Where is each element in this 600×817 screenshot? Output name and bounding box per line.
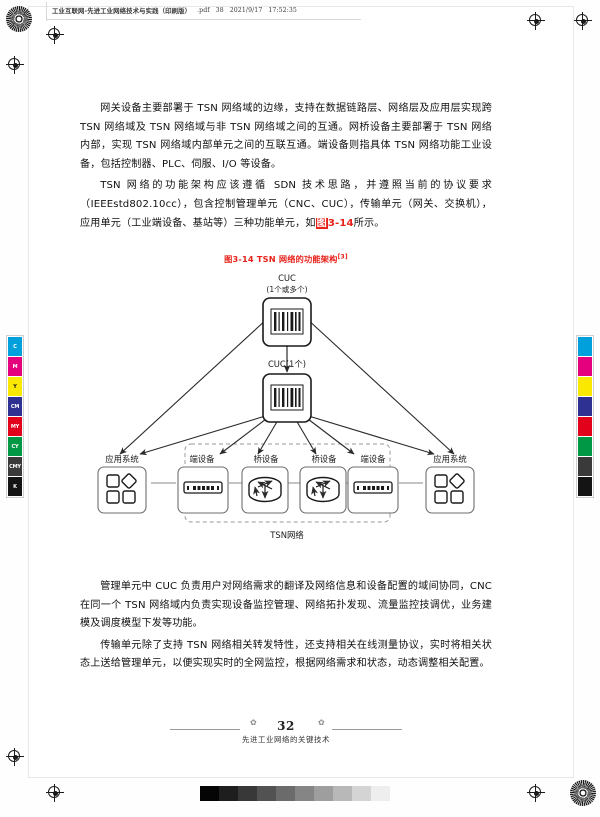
footer-rule-left <box>170 729 240 730</box>
paragraph-tsn-architecture: TSN 网络的功能架构应该遵循 SDN 技术思路，并遵照当前的协议要求（IEEE… <box>80 177 492 233</box>
bottom-node-box-5 <box>425 466 475 514</box>
gray-step-8 <box>352 786 371 801</box>
color-swatch-cy: CY <box>8 437 22 456</box>
gray-step-6 <box>314 786 333 801</box>
figure-tsn-functional-architecture: TSN网络 CUC (1个或多个) <box>80 268 492 558</box>
registration-mark-top-left <box>46 26 64 44</box>
color-swatch-cy <box>578 437 592 456</box>
paragraph-tsn-architecture-post: 所示。 <box>353 217 385 229</box>
gray-step-2 <box>238 786 257 801</box>
footer-rule-right <box>332 729 402 730</box>
color-swatch-y <box>578 377 592 396</box>
figure-caption: 图3-14 TSN 网络的功能架构[3] <box>80 253 492 265</box>
registration-mark-top-far-right <box>574 12 592 30</box>
body-text-upper: 网关设备主要部署于 TSN 网络域的边缘，支持在数据链路层、网络层及应用层实现跨… <box>80 100 492 233</box>
slug-vertical-rule <box>46 2 47 21</box>
bottom-node-label-2: 桥设备 <box>253 454 279 464</box>
endpoint-device-icon-4 <box>353 481 393 494</box>
body-text-lower: 管理单元中 CUC 负责用户对网络需求的翻译及网络信息和设备配置的域间协同，CN… <box>80 578 492 674</box>
color-swatch-my <box>578 417 592 436</box>
header-slug: 工业互联网-先进工业网络技术与实践（印刷版） .pdf 38 2021/9/17… <box>52 2 297 18</box>
footer-page-number: 32 <box>277 719 295 733</box>
registration-mark-bottom-left <box>6 748 24 766</box>
controller-icon-mid <box>270 384 304 411</box>
color-swatch-c: C <box>8 337 22 356</box>
grayscale-calibration-ramp <box>200 786 390 801</box>
top-node-label: CUC <box>278 273 296 283</box>
paragraph-transport-unit: 传输单元除了支持 TSN 网络相关转发特性，还支持相关在线测量协议，实时将相关状… <box>80 639 492 670</box>
registration-mark-bottom-right <box>527 784 545 802</box>
footer-running-head: 先进工业网络的关键技术 <box>242 735 330 744</box>
figure-caption-text: 图3-14 TSN 网络的功能架构 <box>224 254 338 264</box>
tsn-network-group-label: TSN网络 <box>269 530 304 540</box>
paragraph-management-unit: 管理单元中 CUC 负责用户对网络需求的翻译及网络信息和设备配置的域间协同，CN… <box>80 581 492 630</box>
app-shapes-icon-5 <box>434 473 465 504</box>
registration-mark-mid-left <box>6 56 24 74</box>
bottom-node-label-0: 应用系统 <box>105 454 139 464</box>
endpoint-device-icon-1 <box>183 481 223 494</box>
color-swatch-y: Y <box>8 377 22 396</box>
footer-ornament-right: ✿ <box>318 718 325 727</box>
header-date: 2021/9/17 <box>229 6 263 14</box>
gray-step-5 <box>295 786 314 801</box>
gray-step-7 <box>333 786 352 801</box>
paragraph-gateway-devices: 网关设备主要部署于 TSN 网络域的边缘，支持在数据链路层、网络层及应用层实现跨… <box>80 103 492 170</box>
color-swatch-cmy <box>578 457 592 476</box>
bottom-node-label-5: 应用系统 <box>433 454 467 464</box>
figure-caption-reference: [3] <box>337 253 348 261</box>
bottom-node-label-1: 端设备 <box>189 454 215 464</box>
gray-step-4 <box>276 786 295 801</box>
slug-horizontal-rule <box>46 19 361 20</box>
top-node-sublabel: (1个或多个) <box>266 284 307 294</box>
color-calibration-bar-right <box>576 335 594 498</box>
header-time: 17:52:35 <box>268 6 297 14</box>
color-swatch-cm: CM <box>8 397 22 416</box>
color-swatch-m <box>578 357 592 376</box>
starburst-registration-mark-bottom-right <box>570 780 596 806</box>
gray-step-1 <box>219 786 238 801</box>
color-swatch-m: M <box>8 357 22 376</box>
bridge-switch-icon-2 <box>248 476 282 503</box>
gray-step-9 <box>371 786 390 801</box>
app-shapes-icon-0 <box>106 473 137 504</box>
figure-xref-number: 3-14 <box>327 217 354 229</box>
page-footer: ✿ ✿ 32 先进工业网络的关键技术 <box>80 705 492 745</box>
gray-step-3 <box>257 786 276 801</box>
controller-icon-top <box>270 308 304 335</box>
header-page-marker: 38 <box>215 6 224 14</box>
color-swatch-my: MY <box>8 417 22 436</box>
header-filetype: .pdf <box>197 6 210 14</box>
color-swatch-c <box>578 337 592 356</box>
paragraph-tsn-architecture-pre: TSN 网络的功能架构应该遵循 SDN 技术思路，并遵照当前的协议要求（IEEE… <box>80 180 492 229</box>
footer-ornament-left: ✿ <box>250 718 257 727</box>
starburst-registration-mark <box>6 6 32 32</box>
color-swatch-k <box>578 477 592 496</box>
registration-mark-bottom-left-inner <box>46 784 64 802</box>
color-swatch-k: K <box>8 477 22 496</box>
bottom-node-box-0 <box>97 466 147 514</box>
mid-node-label: CUC(1个) <box>268 359 306 369</box>
gray-step-0 <box>200 786 219 801</box>
header-document-title: 工业互联网-先进工业网络技术与实践（印刷版） <box>52 6 192 15</box>
figure-xref-box: 图 <box>315 217 328 229</box>
color-swatch-cmy: CMY <box>8 457 22 476</box>
bottom-node-label-3: 桥设备 <box>311 454 337 464</box>
bottom-node-label-4: 端设备 <box>360 454 386 464</box>
color-swatch-cm <box>578 397 592 416</box>
registration-mark-top-right <box>527 12 545 30</box>
bridge-switch-icon-3 <box>306 476 340 503</box>
